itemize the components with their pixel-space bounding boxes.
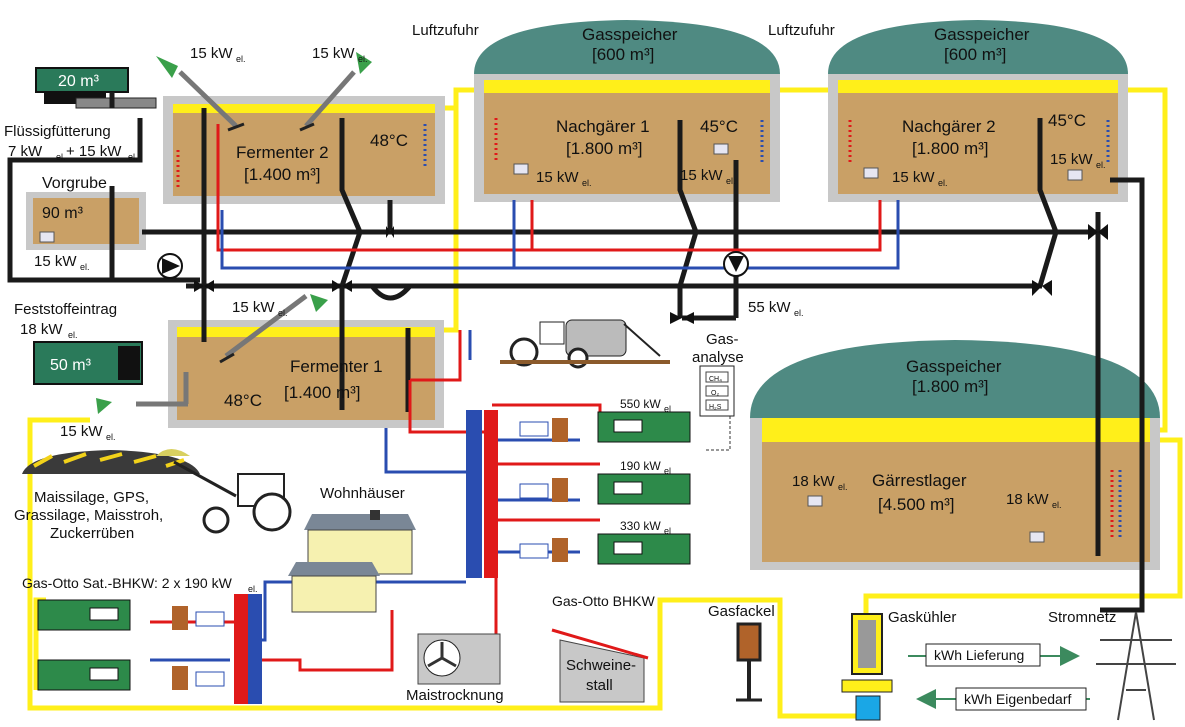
o2-label: O₂ bbox=[711, 390, 719, 397]
loader-tractor bbox=[156, 449, 290, 532]
power-gr-a: 18 kW bbox=[792, 473, 835, 490]
power-stirrer-f1: 15 kW bbox=[232, 299, 275, 316]
el-sub-1: el. bbox=[236, 54, 246, 64]
feststoff-label: Feststoffeintrag bbox=[14, 301, 117, 318]
valves bbox=[194, 224, 1108, 324]
vorgrube-label: Vorgrube bbox=[42, 175, 107, 192]
el-sub-fl-b: el. bbox=[128, 152, 138, 162]
el-sub-2: el. bbox=[358, 54, 368, 64]
bhkw-550-sub: el bbox=[664, 404, 671, 414]
gasanalyse-label-1: Gas- bbox=[706, 331, 739, 348]
nachgaerer-1-label: Nachgärer 1 bbox=[556, 117, 650, 136]
feststoff-power: 18 kW bbox=[20, 321, 63, 338]
luftzufuhr-1-label: Luftzufuhr bbox=[412, 22, 479, 39]
ch4-label: CH₄ bbox=[709, 376, 722, 383]
stromnetz-label: Stromnetz bbox=[1048, 609, 1116, 626]
el-sub-6: el. bbox=[582, 178, 592, 188]
fermenter-1-label: Fermenter 1 bbox=[290, 357, 383, 376]
gasanalyse-label-2: analyse bbox=[692, 349, 744, 366]
substrate-line-2: Grassilage, Maisstroh, bbox=[14, 507, 163, 524]
fermenter-1-temp: 48°C bbox=[224, 391, 262, 410]
fluessig-power-a: 7 kW bbox=[8, 143, 43, 160]
houses bbox=[288, 510, 416, 612]
power-pylon bbox=[1096, 612, 1176, 720]
wohnhaeuser-label: Wohnhäuser bbox=[320, 485, 405, 502]
power-ng2-a: 15 kW bbox=[892, 169, 935, 186]
gasfackel-label: Gasfackel bbox=[708, 603, 775, 620]
gaskuehler-label: Gaskühler bbox=[888, 609, 956, 626]
nachgaerer-1-temp: 45°C bbox=[700, 117, 738, 136]
power-stirrer-f2a: 15 kW bbox=[190, 45, 233, 62]
bhkw-330-label: 330 kW bbox=[620, 519, 661, 533]
power-stirrer-f1b: 15 kW bbox=[60, 423, 103, 440]
gasspeicher-2-label: Gasspeicher bbox=[934, 25, 1030, 44]
gasfackel bbox=[738, 624, 760, 660]
el-sub-10: el. bbox=[794, 308, 804, 318]
heat-distributor-main-hot bbox=[484, 410, 498, 578]
el-sub-5: el. bbox=[106, 432, 116, 442]
nachgaerer-1-volume: [1.800 m³] bbox=[566, 139, 643, 158]
maistrocknung-label: Maistrocknung bbox=[406, 687, 504, 704]
gasspeicher-1-label: Gasspeicher bbox=[582, 25, 678, 44]
fermenter-2-label: Fermenter 2 bbox=[236, 143, 329, 162]
el-sub-7: el. bbox=[726, 176, 736, 186]
schweinestall-label-1: Schweine- bbox=[566, 657, 636, 674]
gaerrestlager-volume: [4.500 m³] bbox=[878, 495, 955, 514]
gas-otto-bhkw-label: Gas-Otto BHKW bbox=[552, 593, 655, 609]
el-sub-11: el. bbox=[838, 482, 848, 492]
heat-distributor-sat-cold bbox=[248, 594, 262, 704]
fluessig-power-b: + 15 kW bbox=[66, 143, 122, 160]
gasspeicher-3-label: Gasspeicher bbox=[906, 357, 1002, 376]
el-sub-4: el. bbox=[278, 308, 288, 318]
bhkw-550-label: 550 kW bbox=[620, 397, 661, 411]
fermenter-1-volume: [1.400 m³] bbox=[284, 383, 361, 402]
nachgaerer-2-volume: [1.800 m³] bbox=[912, 139, 989, 158]
eigenbedarf-label: kWh Eigenbedarf bbox=[964, 691, 1072, 707]
bhkw-330-sub: el bbox=[664, 526, 671, 536]
nachgaerer-2-temp: 45°C bbox=[1048, 111, 1086, 130]
feststoff-volume: 50 m³ bbox=[50, 357, 92, 374]
power-ng2-b: 15 kW bbox=[1050, 151, 1093, 168]
gasspeicher-2-volume: [600 m³] bbox=[944, 45, 1006, 64]
schweinestall-label-2: stall bbox=[586, 677, 613, 694]
el-sub-12: el. bbox=[1052, 500, 1062, 510]
sat-bhkw-label: Gas-Otto Sat.-BHKW: 2 x 190 kW bbox=[22, 575, 233, 591]
power-stirrer-f2b: 15 kW bbox=[312, 45, 355, 62]
el-sub-sat: el. bbox=[248, 584, 258, 594]
substrate-line-3: Zuckerrüben bbox=[50, 525, 134, 542]
nachgaerer-2-label: Nachgärer 2 bbox=[902, 117, 996, 136]
el-sub-fs: el. bbox=[68, 330, 78, 340]
fluessig-label: Flüssigfütterung bbox=[4, 123, 111, 140]
el-sub-8: el. bbox=[938, 178, 948, 188]
vorgrube-volume: 90 m³ bbox=[42, 205, 84, 222]
power-gr-b: 18 kW bbox=[1006, 491, 1049, 508]
power-ng1-a: 15 kW bbox=[536, 169, 579, 186]
gaerrestlager-label: Gärrestlager bbox=[872, 471, 967, 490]
substrate-line-1: Maissilage, GPS, bbox=[34, 489, 149, 506]
luftzufuhr-2-label: Luftzufuhr bbox=[768, 22, 835, 39]
el-sub-9: el. bbox=[1096, 160, 1106, 170]
tractor-spreader bbox=[500, 320, 670, 367]
h2s-label: H₂S bbox=[709, 404, 722, 411]
gasspeicher-1-volume: [600 m³] bbox=[592, 45, 654, 64]
fermenter-2-volume: [1.400 m³] bbox=[244, 165, 321, 184]
pumps bbox=[158, 252, 748, 278]
power-vorgrube: 15 kW bbox=[34, 253, 77, 270]
lieferung-label: kWh Lieferung bbox=[934, 647, 1024, 663]
gasspeicher-3-volume: [1.800 m³] bbox=[912, 377, 989, 396]
bhkw-190-label: 190 kW bbox=[620, 459, 661, 473]
el-sub-fl-a: el. bbox=[56, 152, 66, 162]
power-ng1-b: 15 kW bbox=[680, 167, 723, 184]
heat-distributor-sat-hot bbox=[234, 594, 248, 704]
hopper-volume: 20 m³ bbox=[58, 73, 100, 90]
fermenter-2-temp: 48°C bbox=[370, 131, 408, 150]
power-pump-55: 55 kW bbox=[748, 299, 791, 316]
bhkw-190-sub: el bbox=[664, 466, 671, 476]
el-sub-3: el. bbox=[80, 262, 90, 272]
heat-distributor-main-cold bbox=[466, 410, 482, 578]
